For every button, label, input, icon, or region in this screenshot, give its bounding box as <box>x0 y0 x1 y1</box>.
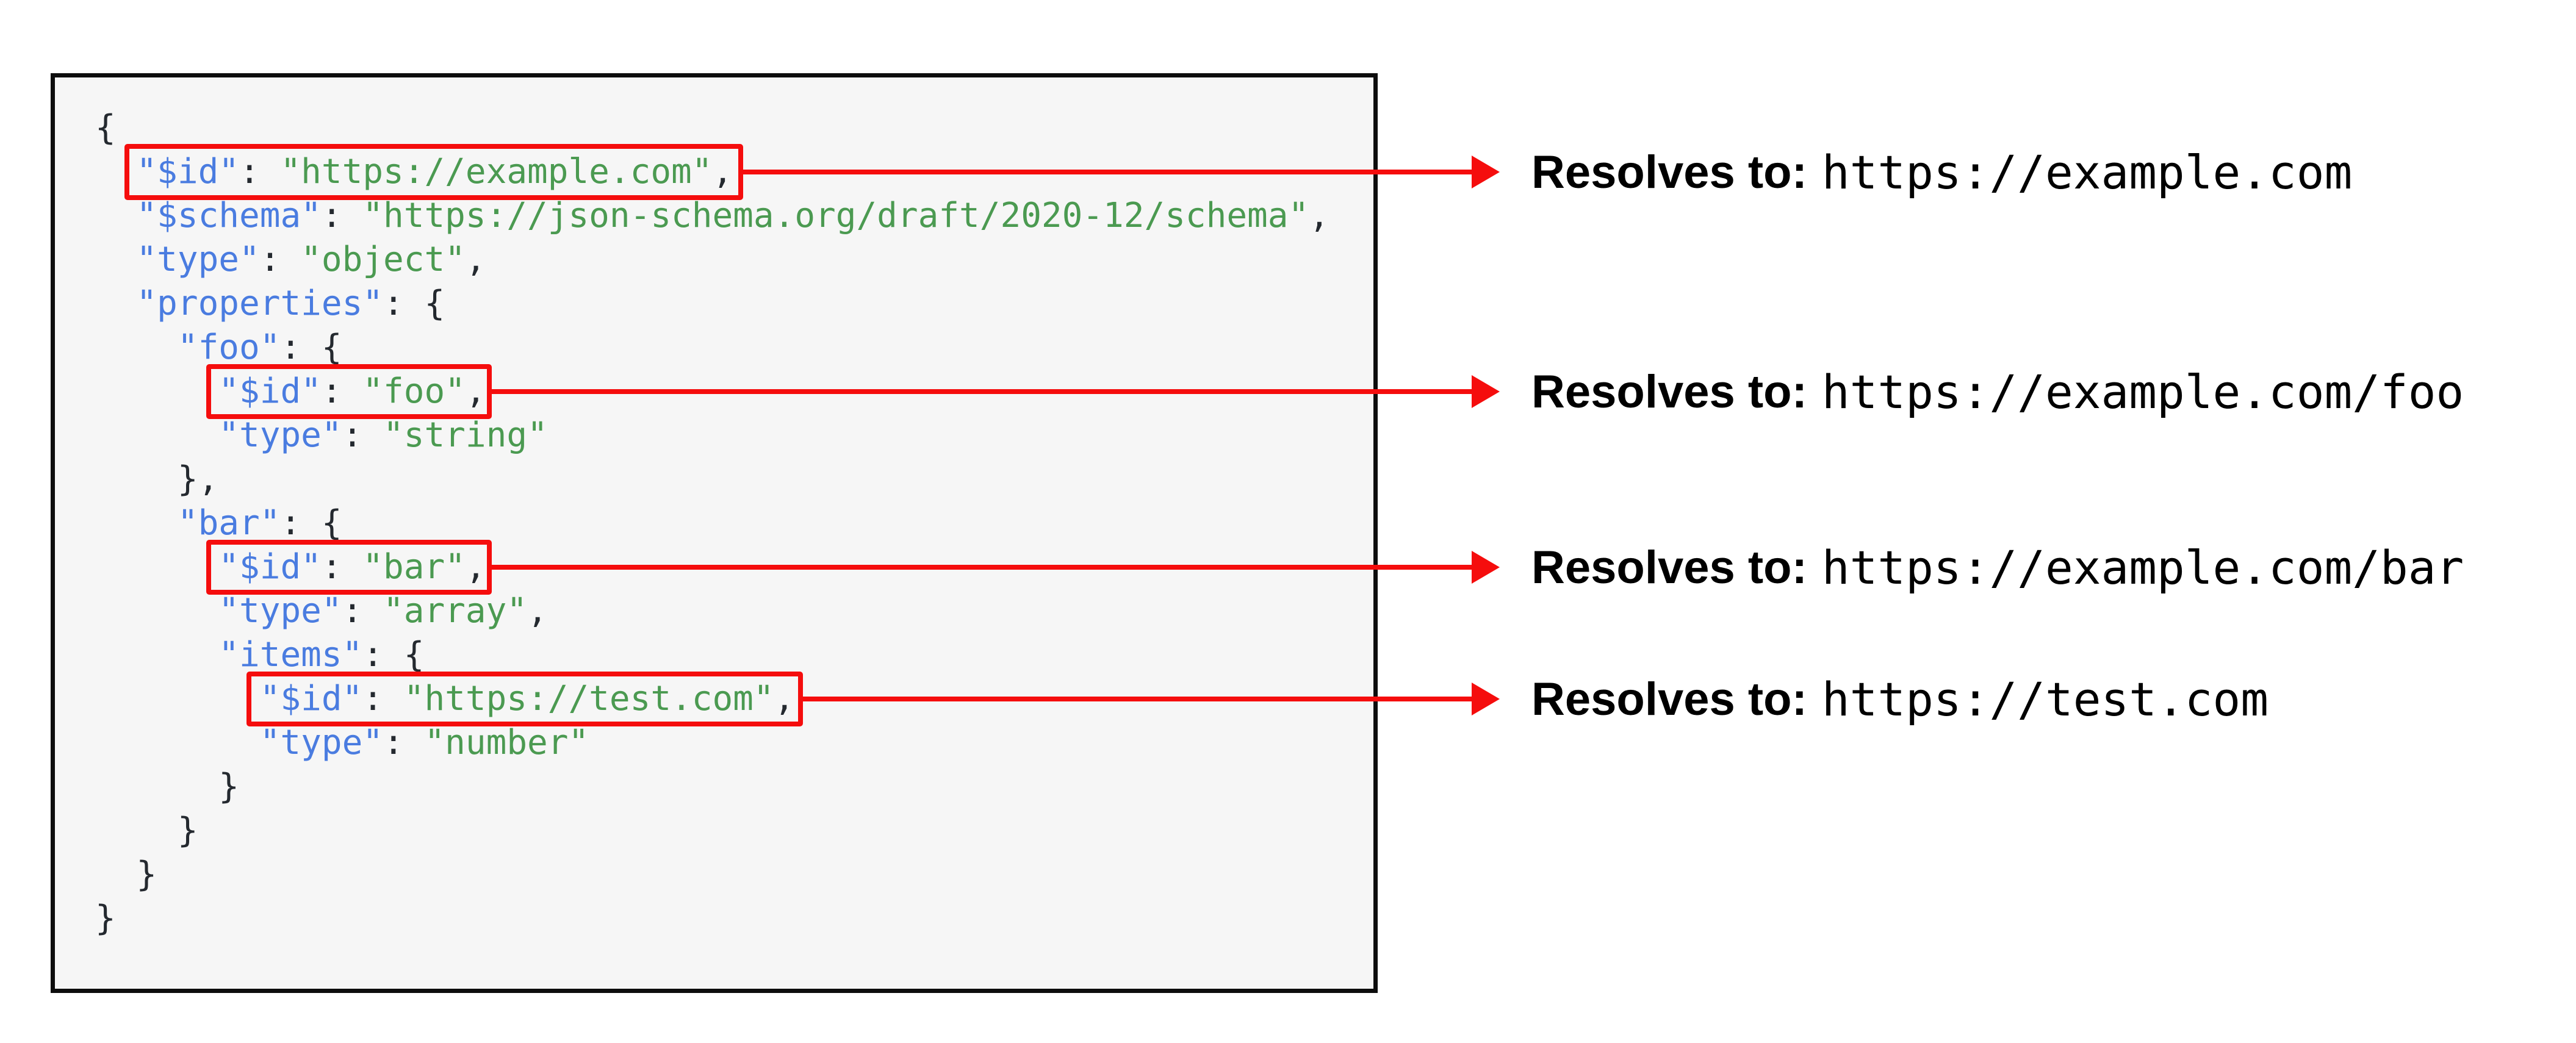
code-line: { <box>95 108 116 148</box>
code-line: "bar": { <box>177 503 342 543</box>
resolves-to-label: Resolves to: <box>1531 365 1807 418</box>
resolved-url: https://example.com <box>1821 145 2353 199</box>
code-line: "items": { <box>218 635 425 675</box>
code-line: "properties": { <box>136 284 445 323</box>
resolves-to-label: Resolves to: <box>1531 673 1807 725</box>
code-line: } <box>95 811 198 850</box>
highlight-box-foo-id <box>206 364 492 419</box>
code-line: "$id": "https://example.com", <box>136 152 733 192</box>
annotation-bar-id: Resolves to: https://example.com/bar <box>1531 540 2464 595</box>
code-line: } <box>95 767 240 806</box>
highlight-box-root-id <box>124 144 743 200</box>
annotation-foo-id: Resolves to: https://example.com/foo <box>1531 364 2464 419</box>
resolved-url: https://example.com/bar <box>1821 540 2464 595</box>
code-line: "foo": { <box>177 328 342 367</box>
highlight-box-bar-id <box>206 540 492 595</box>
code-line: } <box>95 898 116 938</box>
code-line: "type": "object", <box>136 240 486 279</box>
code-line: } <box>95 855 157 894</box>
code-line: "$id": "foo", <box>218 371 486 411</box>
resolved-url: https://test.com <box>1821 672 2269 726</box>
arrow-root-id <box>738 170 1472 174</box>
annotation-items-id: Resolves to: https://test.com <box>1531 672 2268 726</box>
resolves-to-label: Resolves to: <box>1531 541 1807 593</box>
code-line: "$id": "https://test.com", <box>259 679 795 719</box>
code-line: "type": "string" <box>218 415 548 455</box>
highlight-box-items-id <box>246 672 803 726</box>
code-line: "type": "array", <box>218 591 548 631</box>
code-block: { "$id": "https://example.com", "$schema… <box>55 77 1373 941</box>
code-snippet-panel: { "$id": "https://example.com", "$schema… <box>51 73 1378 993</box>
arrow-items-id <box>798 697 1472 701</box>
annotation-root-id: Resolves to: https://example.com <box>1531 145 2352 199</box>
resolved-url: https://example.com/foo <box>1821 364 2464 419</box>
code-line: "$schema": "https://json-schema.org/draf… <box>136 196 1329 235</box>
code-line: "$id": "bar", <box>218 547 486 587</box>
code-line: "type": "number" <box>259 723 589 762</box>
code-line: }, <box>95 459 219 499</box>
resolves-to-label: Resolves to: <box>1531 146 1807 198</box>
arrow-bar-id <box>487 565 1472 570</box>
arrow-foo-id <box>487 389 1472 394</box>
